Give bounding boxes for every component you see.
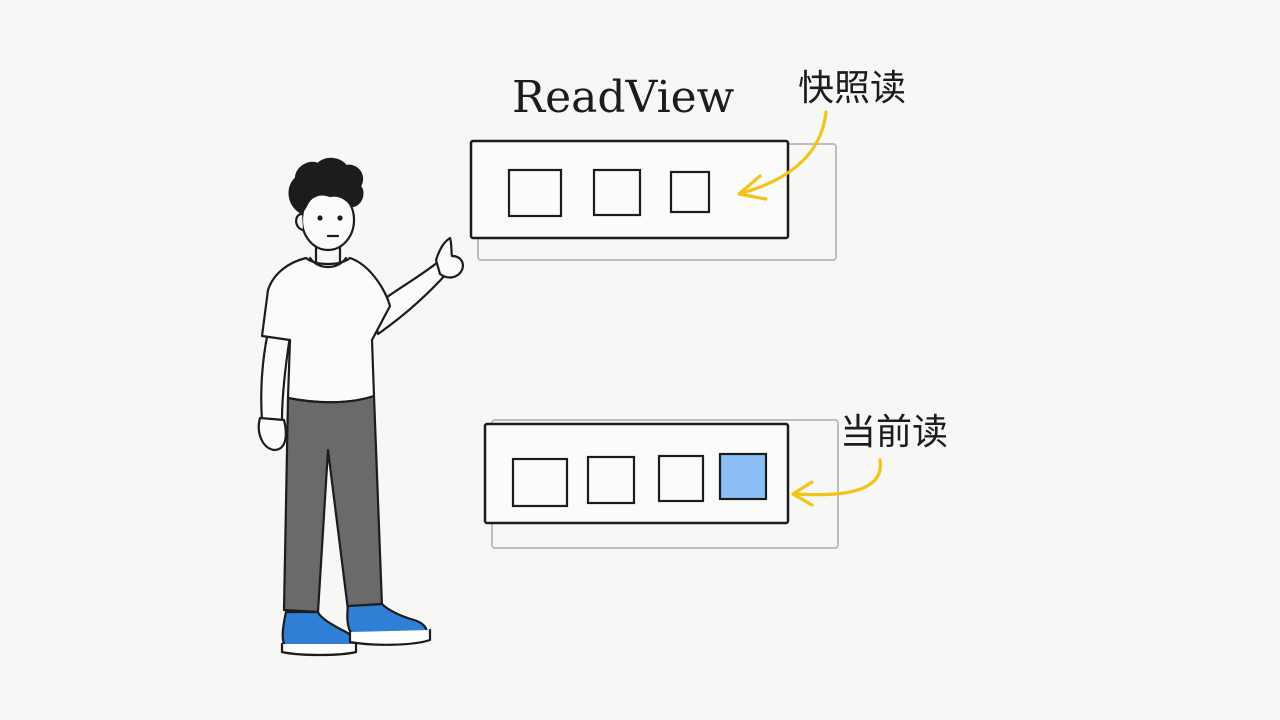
- readview-title: ReadView: [512, 72, 735, 123]
- ear: [295, 212, 305, 232]
- pointing-hand: [434, 236, 464, 279]
- snapshot-cell: [592, 168, 642, 217]
- snapshot-read-label: 快照读: [798, 68, 906, 109]
- snapshot-cell: [669, 170, 711, 214]
- left-eye: [317, 215, 323, 221]
- pants: [282, 394, 384, 614]
- snapshot-read-panel: [469, 139, 837, 261]
- current-cell: [511, 457, 569, 508]
- snapshot-cell: [507, 168, 563, 218]
- current-cell: [657, 454, 705, 503]
- hanging-arm: [260, 330, 292, 422]
- snapshot-arrow: [737, 110, 828, 201]
- right-eye: [337, 215, 343, 221]
- right-shoe-sole: [348, 628, 432, 646]
- current-read-label: 当前读: [840, 412, 948, 453]
- t-shirt-collar: [308, 256, 348, 269]
- current-arrow: [791, 458, 882, 507]
- current-read-panel: [483, 419, 839, 549]
- curly-hair: [288, 157, 364, 214]
- hanging-hand: [257, 416, 287, 452]
- current-cell: [586, 455, 636, 505]
- left-shoe-sole: [280, 642, 358, 657]
- person-figure: [257, 157, 464, 657]
- current-cell-highlighted: [718, 452, 768, 501]
